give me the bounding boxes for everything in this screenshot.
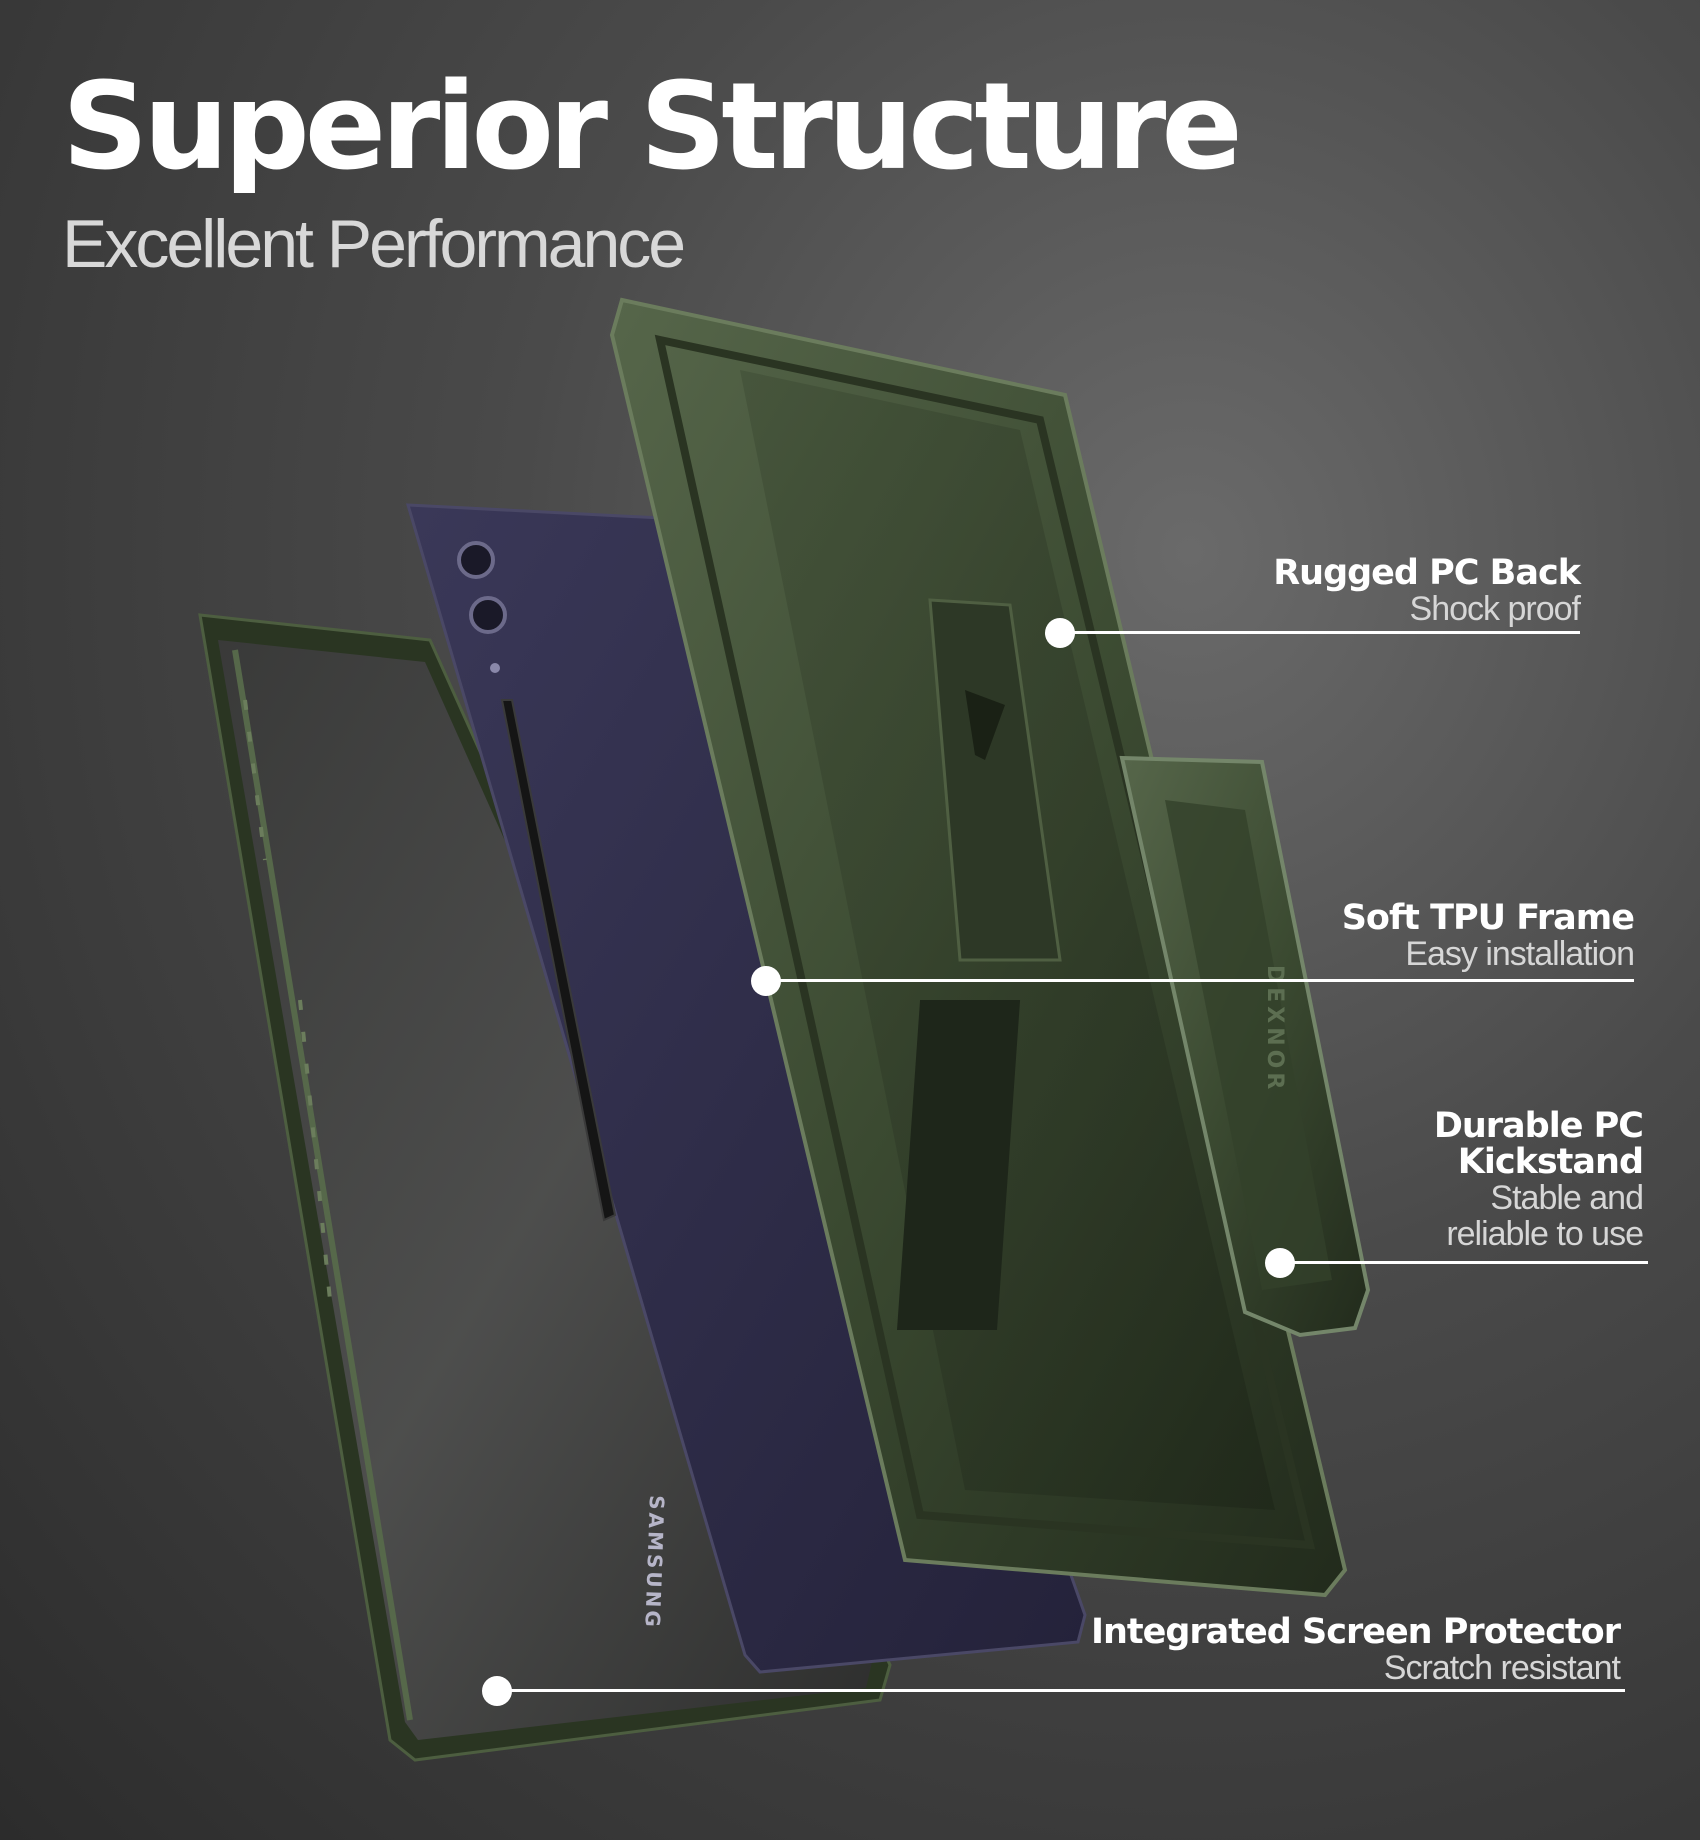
callout-title: Soft TPU Frame [1341,898,1635,938]
callout-subtitle: Scratch resistant [1383,1649,1621,1687]
callout-integrated-screen-protector: Integrated Screen Protector Scratch resi… [1090,1612,1621,1687]
page-subtitle: Excellent Performance [62,206,686,282]
callout-leader-line [1060,631,1580,634]
callout-durable-pc-kickstand: Durable PC Kickstand Stable and reliable… [1433,1106,1644,1253]
callout-leader-line [1280,1261,1648,1264]
tablet-brand-label: SAMSUNG [640,1495,669,1630]
callout-rugged-pc-back: Rugged PC Back Shock proof [1273,553,1581,628]
page-title: Superior Structure [62,58,1243,197]
brand-shield-icon [965,690,1005,760]
callout-soft-tpu-frame: Soft TPU Frame Easy installation [1341,898,1635,973]
callout-leader-line [766,979,1634,982]
callout-title: Rugged PC Back [1273,553,1581,593]
callout-subtitle: Shock proof [1409,590,1581,628]
camera-lens-icon [457,541,495,579]
rugged-case-back [609,297,1348,1598]
kickstand: DEXNOR [1119,755,1371,1338]
case-brand-label: DEXNOR [1262,965,1287,1093]
callout-subtitle: Easy installation [1405,935,1635,973]
callout-title: Integrated Screen Protector [1090,1612,1621,1652]
camera-lens-icon [469,596,507,634]
callout-leader-line [497,1689,1625,1692]
callout-subtitle: Stable and reliable to use [1446,1179,1644,1253]
stylus-pen [500,699,617,1222]
callout-title: Durable PC Kickstand [1433,1106,1644,1182]
